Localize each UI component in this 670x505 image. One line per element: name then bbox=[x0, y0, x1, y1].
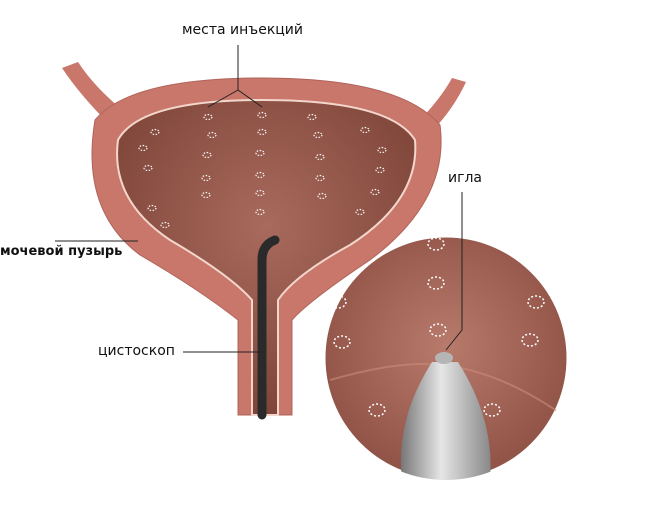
injection-site-magnified bbox=[329, 295, 347, 309]
injection-site bbox=[255, 171, 265, 179]
injection-site bbox=[315, 153, 325, 161]
injection-site bbox=[370, 188, 380, 196]
label-injection-sites: места инъекций bbox=[182, 22, 303, 38]
injection-site-magnified bbox=[483, 403, 501, 417]
injection-site bbox=[150, 128, 160, 136]
label-needle: игла bbox=[448, 170, 482, 186]
injection-site bbox=[201, 191, 211, 199]
injection-site bbox=[257, 111, 267, 119]
injection-site bbox=[307, 113, 317, 121]
injection-site bbox=[202, 151, 212, 159]
injection-site-magnified bbox=[527, 295, 545, 309]
injection-site bbox=[375, 166, 385, 174]
injection-site bbox=[203, 113, 213, 121]
needle-tip bbox=[435, 352, 453, 364]
injection-site bbox=[160, 221, 170, 229]
injection-site-magnified bbox=[429, 323, 447, 337]
injection-site bbox=[201, 174, 211, 182]
injection-site bbox=[143, 164, 153, 172]
injection-site bbox=[355, 208, 365, 216]
injection-site bbox=[317, 192, 327, 200]
injection-site bbox=[257, 128, 267, 136]
injection-site-magnified bbox=[427, 237, 445, 251]
cystoscope-tip bbox=[400, 362, 491, 480]
injection-site bbox=[255, 189, 265, 197]
injection-site bbox=[138, 144, 148, 152]
injection-site bbox=[360, 126, 370, 134]
injection-site-magnified bbox=[427, 276, 445, 290]
injection-site bbox=[207, 131, 217, 139]
injection-site-magnified bbox=[333, 335, 351, 349]
injection-site bbox=[315, 174, 325, 182]
injection-site bbox=[255, 149, 265, 157]
leader-lines bbox=[55, 45, 463, 353]
label-bladder: мочевой пузырь bbox=[0, 244, 123, 259]
injection-site bbox=[255, 208, 265, 216]
injection-site-magnified bbox=[368, 403, 386, 417]
cystoscope bbox=[257, 235, 280, 420]
injection-site bbox=[313, 131, 323, 139]
injection-site-magnified bbox=[521, 333, 539, 347]
injection-site bbox=[147, 204, 157, 212]
injection-site bbox=[377, 146, 387, 154]
label-cystoscope: цистоскоп bbox=[98, 343, 175, 359]
